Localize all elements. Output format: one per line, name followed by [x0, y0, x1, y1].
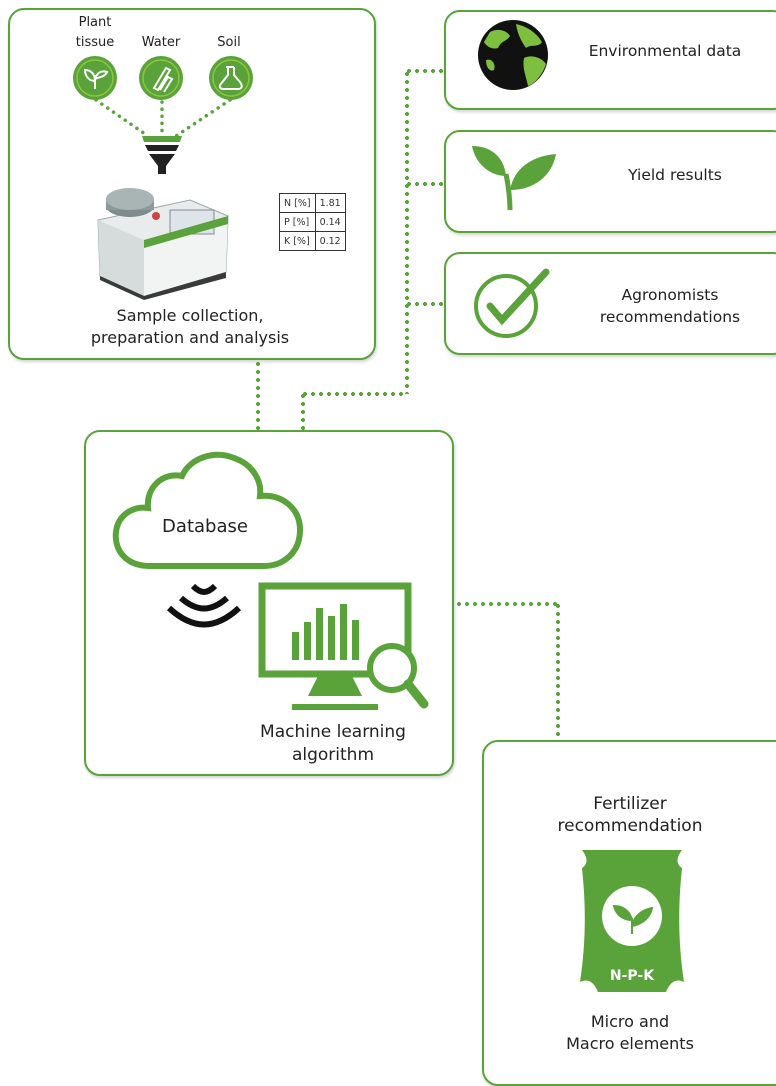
ml-caption-line1: Machine learning: [260, 722, 406, 742]
connector-line: [405, 69, 445, 73]
sample-caption-line2: preparation and analysis: [90, 328, 290, 347]
wireless-icon: [166, 583, 242, 628]
sample-caption-line1: Sample collection,: [116, 306, 264, 325]
agronomists-label-line1: Agronomists: [621, 286, 719, 304]
fertilizer-caption-line1: Micro and: [590, 1012, 670, 1031]
element-cell: N [%]: [279, 193, 316, 213]
connector-line: [405, 302, 445, 306]
connector-line: [301, 392, 305, 430]
element-cell: P [%]: [279, 212, 316, 232]
environmental-data-label: Environmental data: [588, 42, 742, 60]
test-tubes-icon: [139, 56, 183, 100]
value-cell: 0.12: [314, 231, 346, 251]
analyzer-device-icon: [97, 188, 229, 300]
table-row: K [%]0.12: [279, 231, 346, 251]
fertilizer-title-line1: Fertilizer: [593, 794, 667, 814]
sample-collection-panel: [8, 8, 376, 360]
value-cell: 0.14: [314, 212, 346, 232]
connector-line: [256, 360, 260, 430]
source-label-water: Water: [141, 35, 181, 50]
table-row: P [%]0.14: [279, 212, 346, 232]
checkmark-icon: [474, 268, 550, 338]
sprout-icon: [472, 146, 556, 211]
connector-line: [301, 392, 407, 396]
leaf-icon: [73, 56, 117, 100]
ml-caption-line2: algorithm: [291, 745, 375, 765]
connector-line: [405, 182, 445, 186]
flask-icon: [209, 56, 253, 100]
table-row: N [%]1.81: [279, 193, 346, 213]
fertilizer-caption-line2: Macro elements: [566, 1034, 694, 1053]
fertilizer-title-line2: recommendation: [557, 816, 703, 836]
npk-results-table: N [%]1.81 P [%]0.14 K [%]0.12: [279, 193, 346, 251]
yield-results-label: Yield results: [628, 166, 722, 184]
connector-line: [405, 70, 409, 394]
agronomists-card: [444, 252, 776, 355]
funnel-icon: [142, 136, 182, 174]
source-label-plant-line1: Plant: [78, 15, 112, 30]
cloud-database-label: Database: [162, 516, 248, 537]
monitor-chart-icon: [258, 582, 429, 710]
bag-npk-label: N-P-K: [609, 968, 655, 984]
fertilizer-bag-icon: [580, 850, 684, 992]
yield-results-card: [444, 130, 776, 233]
machine-learning-panel: [84, 430, 454, 776]
element-cell: K [%]: [279, 231, 316, 251]
agronomists-label-line2: recommendations: [599, 308, 741, 326]
value-cell: 1.81: [314, 193, 346, 213]
source-label-soil: Soil: [217, 35, 241, 50]
connector-line: [556, 602, 560, 740]
cloud-icon: [112, 451, 304, 569]
connector-line: [455, 602, 559, 606]
source-connectors: [94, 98, 232, 138]
globe-icon: [478, 20, 548, 90]
source-label-plant-line2: tissue: [75, 35, 115, 50]
